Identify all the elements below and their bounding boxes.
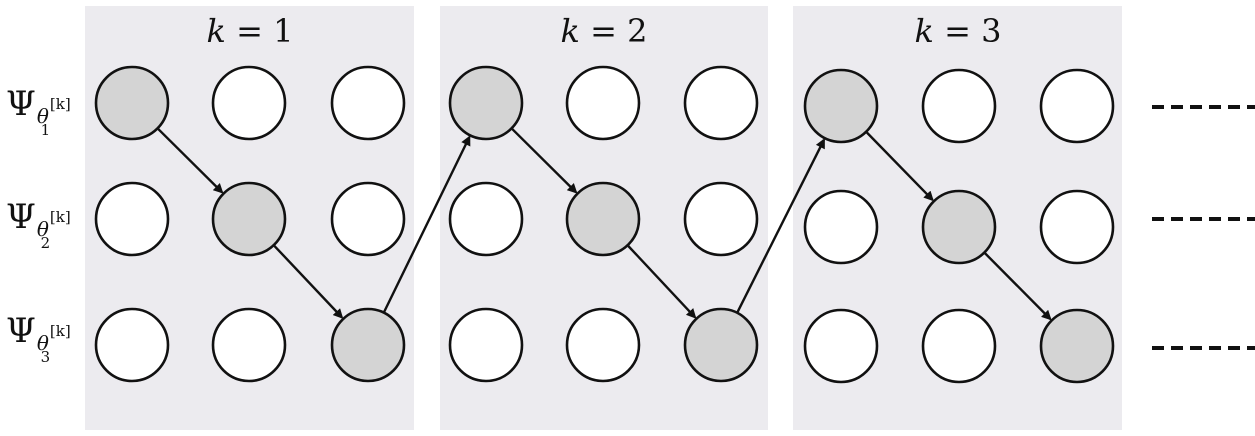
node-k3-col2-row3	[921, 308, 997, 384]
node-k1-col2-row1	[211, 65, 287, 141]
state-nodes	[94, 65, 1115, 384]
active-node-k2-col2-row2	[565, 181, 641, 257]
node-k2-col2-row3	[565, 307, 641, 383]
node-k1-col1-row3	[94, 307, 170, 383]
node-k2-col1-row2	[448, 181, 524, 257]
active-node-k2-col3-row3	[683, 307, 759, 383]
node-k2-col3-row1	[683, 65, 759, 141]
panel-label-k2: k = 2	[561, 12, 648, 50]
transition-arrows	[157, 128, 1052, 321]
row-label-3: Ψθ[k]3	[6, 311, 71, 366]
node-k3-col3-row1	[1039, 68, 1115, 144]
active-node-k3-col3-row3	[1039, 308, 1115, 384]
transition-arrow-1	[157, 128, 224, 194]
node-k3-col1-row2	[803, 189, 879, 265]
transition-arrow-4	[511, 128, 578, 194]
transition-arrow-7	[865, 131, 934, 202]
row-label-1: Ψθ[k]1	[6, 84, 71, 139]
active-node-k3-col1-row1	[803, 68, 879, 144]
transition-arrow-2	[273, 245, 344, 319]
node-k3-col2-row1	[921, 68, 997, 144]
active-node-k3-col2-row2	[921, 189, 997, 265]
node-k1-col2-row3	[211, 307, 287, 383]
node-k1-col3-row2	[330, 181, 406, 257]
transition-arrow-8	[984, 252, 1052, 321]
active-node-k1-col1-row1	[94, 65, 170, 141]
node-k2-col3-row2	[683, 181, 759, 257]
node-k3-col3-row2	[1039, 189, 1115, 265]
transition-arrow-6	[736, 138, 826, 313]
transition-arrow-3	[383, 135, 471, 313]
node-k1-col1-row2	[94, 181, 170, 257]
panel-label-k3: k = 3	[915, 12, 1002, 50]
transition-arrow-5	[627, 245, 697, 319]
node-k2-col2-row1	[565, 65, 641, 141]
panel-label-k1: k = 1	[207, 12, 294, 50]
node-k2-col1-row3	[448, 307, 524, 383]
active-node-k1-col3-row3	[330, 307, 406, 383]
active-node-k2-col1-row1	[448, 65, 524, 141]
row-label-2: Ψθ[k]2	[6, 197, 71, 252]
active-node-k1-col2-row2	[211, 181, 287, 257]
node-k3-col1-row3	[803, 308, 879, 384]
node-k1-col3-row1	[330, 65, 406, 141]
